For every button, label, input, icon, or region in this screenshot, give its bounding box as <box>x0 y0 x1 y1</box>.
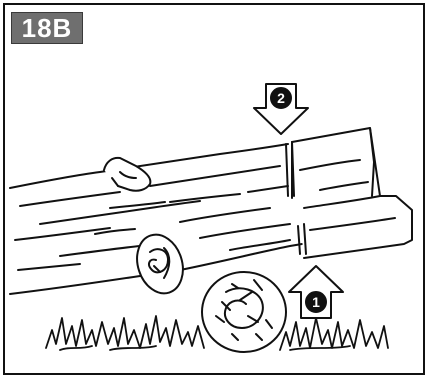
log-end-rings <box>130 229 190 300</box>
log-end-section <box>292 128 412 258</box>
marker-1-arrow-up: 1 <box>289 266 343 318</box>
branch-stub <box>104 158 150 191</box>
marker-2-arrow-down: 2 <box>254 84 308 134</box>
marker-2-number: 2 <box>277 90 285 106</box>
marker-1-number: 1 <box>312 294 320 310</box>
support-log <box>202 272 286 352</box>
